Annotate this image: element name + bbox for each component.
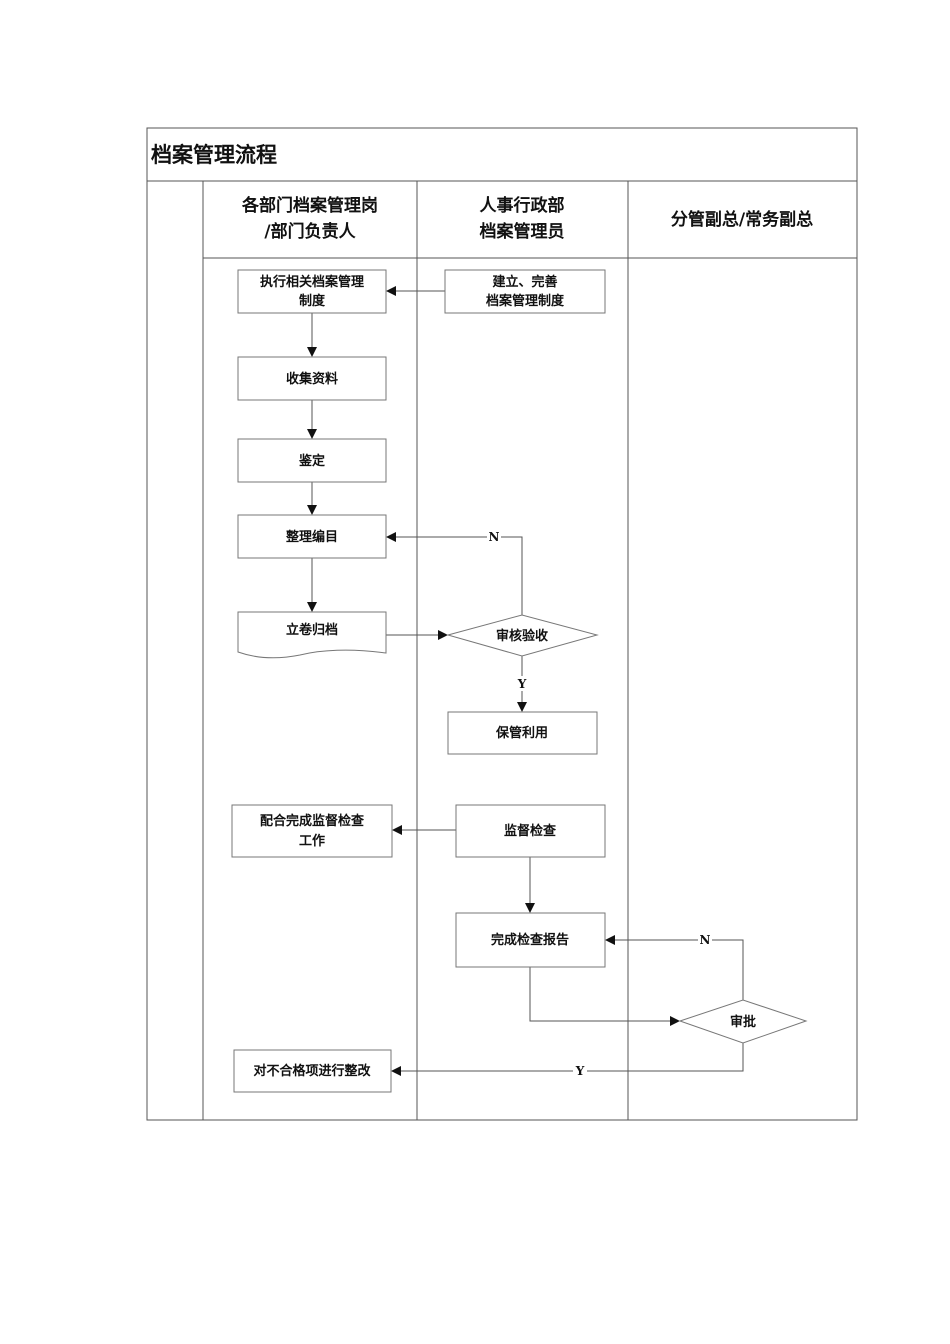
node-establish-policy: 建立、完善 档案管理制度 xyxy=(444,269,606,314)
page-title: 档案管理流程 xyxy=(151,143,277,167)
svg-text:完成检查报告: 完成检查报告 xyxy=(491,932,569,948)
node-organize: 整理编目 xyxy=(237,514,387,559)
node-rectify: 对不合格项进行整改 xyxy=(233,1049,392,1093)
approve-no-label: N xyxy=(700,933,711,947)
node-collect: 收集资料 xyxy=(237,356,387,401)
svg-text:工作: 工作 xyxy=(299,833,325,849)
svg-text:对不合格项进行整改: 对不合格项进行整改 xyxy=(253,1063,371,1079)
review-no-label: N xyxy=(489,530,500,544)
svg-text:保管利用: 保管利用 xyxy=(495,725,548,741)
svg-text:立卷归档: 立卷归档 xyxy=(286,622,338,638)
svg-text:建立、完善: 建立、完善 xyxy=(492,274,557,290)
node-execute-policy: 执行相关档案管理 制度 xyxy=(237,269,387,314)
svg-text:审批: 审批 xyxy=(730,1014,756,1030)
node-approve-decision: 审批 xyxy=(678,999,808,1044)
lane-header-vp: 分管副总/常务副总 xyxy=(671,209,813,230)
svg-text:监督检查: 监督检查 xyxy=(504,823,557,839)
svg-text:鉴定: 鉴定 xyxy=(298,453,325,469)
node-appraise: 鉴定 xyxy=(237,438,387,483)
lane-header-hr: 人事行政部 xyxy=(480,195,565,216)
approve-yes-label: Y xyxy=(575,1064,585,1078)
review-yes-label: Y xyxy=(517,677,527,691)
node-review-decision: 审核验收 xyxy=(446,614,599,657)
svg-text:制度: 制度 xyxy=(299,293,326,309)
lane-header-hr-2: 档案管理员 xyxy=(480,221,565,242)
node-file-document: 立卷归档 xyxy=(237,611,387,659)
svg-text:审核验收: 审核验收 xyxy=(496,628,549,644)
svg-text:收集资料: 收集资料 xyxy=(286,371,338,387)
node-supervise: 监督检查 xyxy=(455,804,606,858)
node-cooperate: 配合完成监督检查 工作 xyxy=(231,804,393,858)
svg-text:执行相关档案管理: 执行相关档案管理 xyxy=(260,274,364,290)
svg-text:档案管理制度: 档案管理制度 xyxy=(486,293,565,309)
lane-header-dept: 各部门档案管理岗 xyxy=(241,195,378,216)
node-report: 完成检查报告 xyxy=(455,912,606,968)
lane-header-dept-2: /部门负责人 xyxy=(264,221,356,242)
swimlane-table xyxy=(146,127,858,1121)
node-keep: 保管利用 xyxy=(447,711,598,755)
svg-text:整理编目: 整理编目 xyxy=(285,529,338,545)
svg-text:配合完成监督检查: 配合完成监督检查 xyxy=(260,813,365,829)
